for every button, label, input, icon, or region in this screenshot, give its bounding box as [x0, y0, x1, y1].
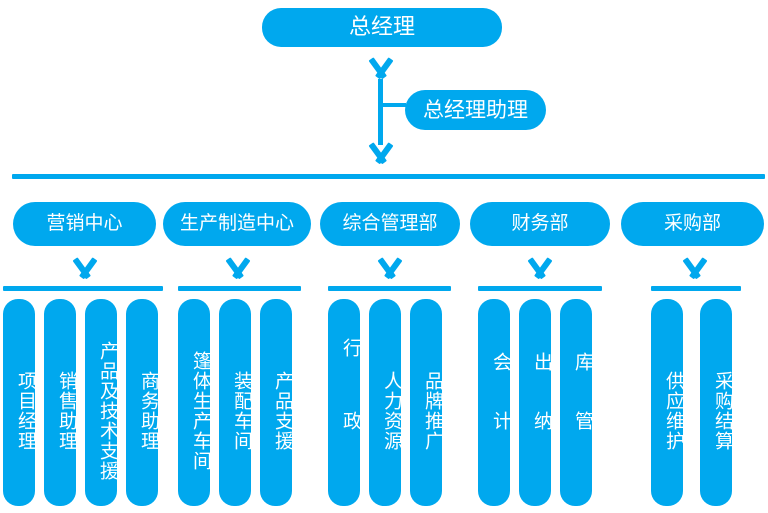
node-leaf-4-1-label: 采购结算: [712, 370, 734, 451]
node-leaf-0-2-label: 产品及技术支援: [97, 340, 119, 481]
node-leaf-2-1[interactable]: 人力资源: [369, 299, 403, 506]
node-department-1-label: 生产制造中心: [179, 212, 294, 235]
node-assistant-general-manager[interactable]: 总经理助理: [405, 90, 546, 130]
node-leaf-2-0-label: 行政: [340, 337, 362, 484]
connector-trunk-vertical: [378, 79, 383, 145]
node-leaf-4-1[interactable]: 采购结算: [700, 299, 734, 506]
chevron-down-icon-departments: [364, 144, 398, 164]
node-leaf-0-3-label: 商务助理: [138, 370, 160, 451]
node-leaf-3-0[interactable]: 会计: [478, 299, 512, 506]
node-leaf-1-1[interactable]: 装配车间: [219, 299, 253, 506]
chevron-down-icon-dept-3: [523, 259, 557, 279]
node-leaf-0-1[interactable]: 销售助理: [44, 299, 78, 506]
node-leaf-3-0-label: 会计: [490, 351, 512, 470]
chevron-down-icon-dept-2: [373, 259, 407, 279]
node-general-manager-label: 总经理: [348, 14, 415, 40]
node-leaf-3-2-label: 库管: [572, 351, 594, 470]
node-leaf-4-0[interactable]: 供应维护: [651, 299, 685, 506]
node-leaf-3-1-label: 出纳: [531, 351, 553, 470]
connector-assistant-stub: [378, 103, 406, 107]
node-department-2[interactable]: 综合管理部: [320, 202, 460, 246]
node-leaf-2-2-label: 品牌推广: [422, 370, 444, 451]
chevron-down-icon-gm: [364, 59, 398, 79]
node-leaf-0-0[interactable]: 项目经理: [3, 299, 37, 506]
node-department-4-label: 采购部: [663, 212, 721, 235]
node-department-2-label: 综合管理部: [342, 212, 438, 235]
connector-subbus-2: [328, 286, 451, 291]
node-leaf-0-3[interactable]: 商务助理: [126, 299, 160, 506]
chevron-down-icon-dept-0: [68, 259, 102, 279]
node-leaf-3-1[interactable]: 出纳: [519, 299, 553, 506]
connector-subbus-1: [178, 286, 301, 291]
node-leaf-3-2[interactable]: 库管: [560, 299, 594, 506]
node-department-3[interactable]: 财务部: [470, 202, 610, 246]
node-leaf-1-0-label: 篷体生产车间: [190, 350, 212, 471]
node-leaf-2-1-label: 人力资源: [381, 370, 403, 451]
node-leaf-0-1-label: 销售助理: [56, 370, 78, 451]
node-leaf-1-2-label: 产品支援: [272, 370, 294, 451]
node-department-4[interactable]: 采购部: [621, 202, 764, 246]
connector-subbus-0: [3, 286, 163, 291]
node-leaf-1-2[interactable]: 产品支援: [260, 299, 294, 506]
node-department-1[interactable]: 生产制造中心: [163, 202, 311, 246]
connector-department-bus: [12, 174, 765, 179]
chevron-down-icon-dept-4: [678, 259, 712, 279]
node-leaf-1-1-label: 装配车间: [231, 370, 253, 451]
node-leaf-0-2[interactable]: 产品及技术支援: [85, 299, 119, 506]
connector-subbus-4: [651, 286, 741, 291]
node-leaf-1-0[interactable]: 篷体生产车间: [178, 299, 212, 506]
node-leaf-4-0-label: 供应维护: [663, 370, 685, 451]
node-department-0-label: 营销中心: [46, 212, 123, 235]
node-general-manager[interactable]: 总经理: [262, 8, 502, 47]
node-department-3-label: 财务部: [511, 212, 569, 235]
node-leaf-2-0[interactable]: 行政: [328, 299, 362, 506]
connector-subbus-3: [478, 286, 602, 291]
node-leaf-0-0-label: 项目经理: [15, 370, 37, 451]
node-department-0[interactable]: 营销中心: [13, 202, 156, 246]
node-leaf-2-2[interactable]: 品牌推广: [410, 299, 444, 506]
chevron-down-icon-dept-1: [221, 259, 255, 279]
node-assistant-general-manager-label: 总经理助理: [423, 97, 528, 122]
